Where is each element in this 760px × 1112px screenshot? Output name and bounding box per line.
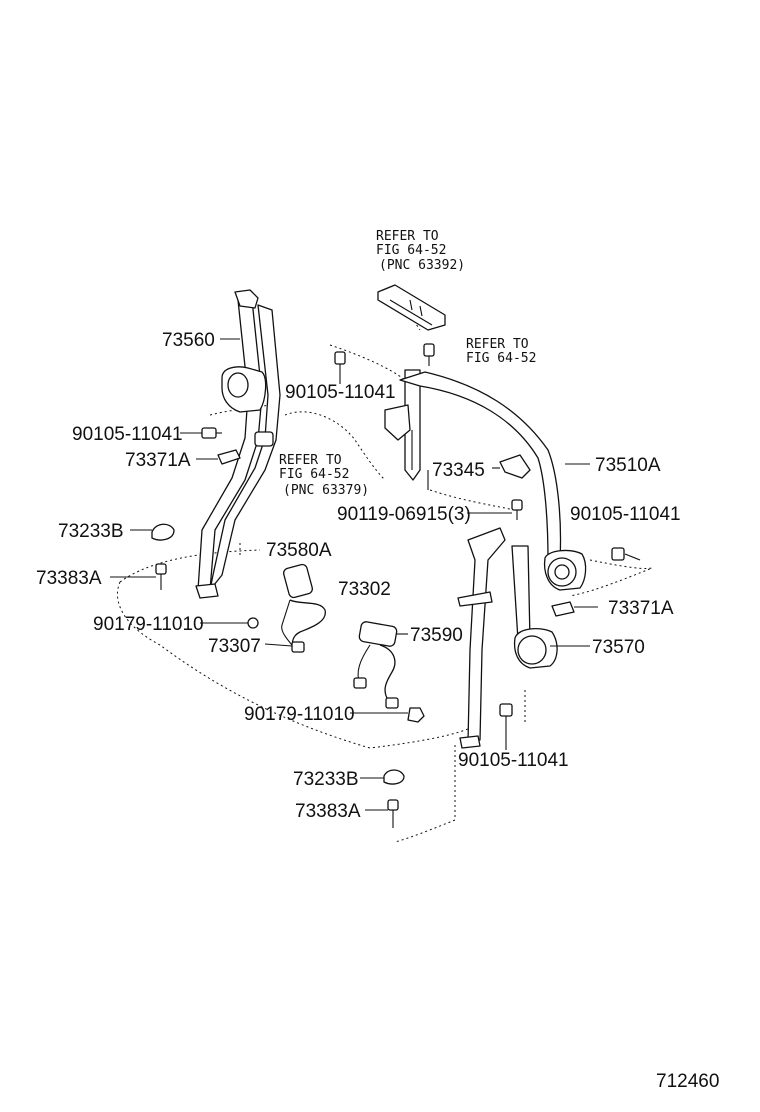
note-right-line1: REFER TO [466, 337, 529, 352]
part-labels: 73560 90105-11041 90105-11041 73371A 732… [36, 330, 719, 1092]
right-rear-belt-73570 [457, 527, 558, 749]
upper-trim-panel [377, 284, 446, 331]
center-buckle-73580A [281, 563, 326, 653]
label-73345: 73345 [432, 460, 485, 481]
note-top-line2: FIG 64-52 [376, 243, 446, 258]
label-90105-11041-center: 90105-11041 [285, 382, 396, 403]
left-shoulder-belt-73560 [195, 289, 281, 599]
label-90179-11010-lower: 90179-11010 [244, 704, 355, 725]
label-73307: 73307 [208, 636, 261, 657]
note-mid-line1: REFER TO [279, 453, 342, 468]
center-frame-bracket [384, 369, 531, 481]
label-73371A-left: 73371A [125, 450, 191, 471]
label-73383A-left: 73383A [36, 568, 102, 589]
label-73580A: 73580A [266, 540, 332, 561]
note-right-line2: FIG 64-52 [466, 351, 536, 366]
label-90119-06915: 90119-06915(3) [337, 504, 471, 525]
label-73590: 73590 [410, 625, 463, 646]
note-mid-line2: FIG 64-52 [279, 467, 349, 482]
label-73233B-bottom: 73233B [293, 769, 359, 790]
note-top-line1: REFER TO [376, 229, 439, 244]
note-mid-line3: (PNC 63379) [283, 483, 369, 498]
label-73233B-left: 73233B [58, 521, 124, 542]
label-73371A-right: 73371A [608, 598, 674, 619]
center-buckle-73302 [353, 621, 399, 709]
label-73510A: 73510A [595, 455, 661, 476]
label-73560: 73560 [162, 330, 215, 351]
label-90105-11041-lower: 90105-11041 [458, 750, 569, 771]
label-90105-11041-right: 90105-11041 [570, 504, 681, 525]
label-73570: 73570 [592, 637, 645, 658]
label-90179-11010-upper: 90179-11010 [93, 614, 204, 635]
label-73302: 73302 [338, 579, 391, 600]
label-73383A-bottom: 73383A [295, 801, 361, 822]
figure-number: 712460 [656, 1071, 719, 1092]
label-90105-11041-left: 90105-11041 [72, 424, 183, 445]
reference-notes: REFER TO FIG 64-52 (PNC 63392) REFER TO … [279, 229, 536, 498]
note-top-line3: (PNC 63392) [379, 258, 465, 273]
right-shoulder-belt-73510A [399, 371, 587, 591]
leader-lines [110, 338, 641, 811]
